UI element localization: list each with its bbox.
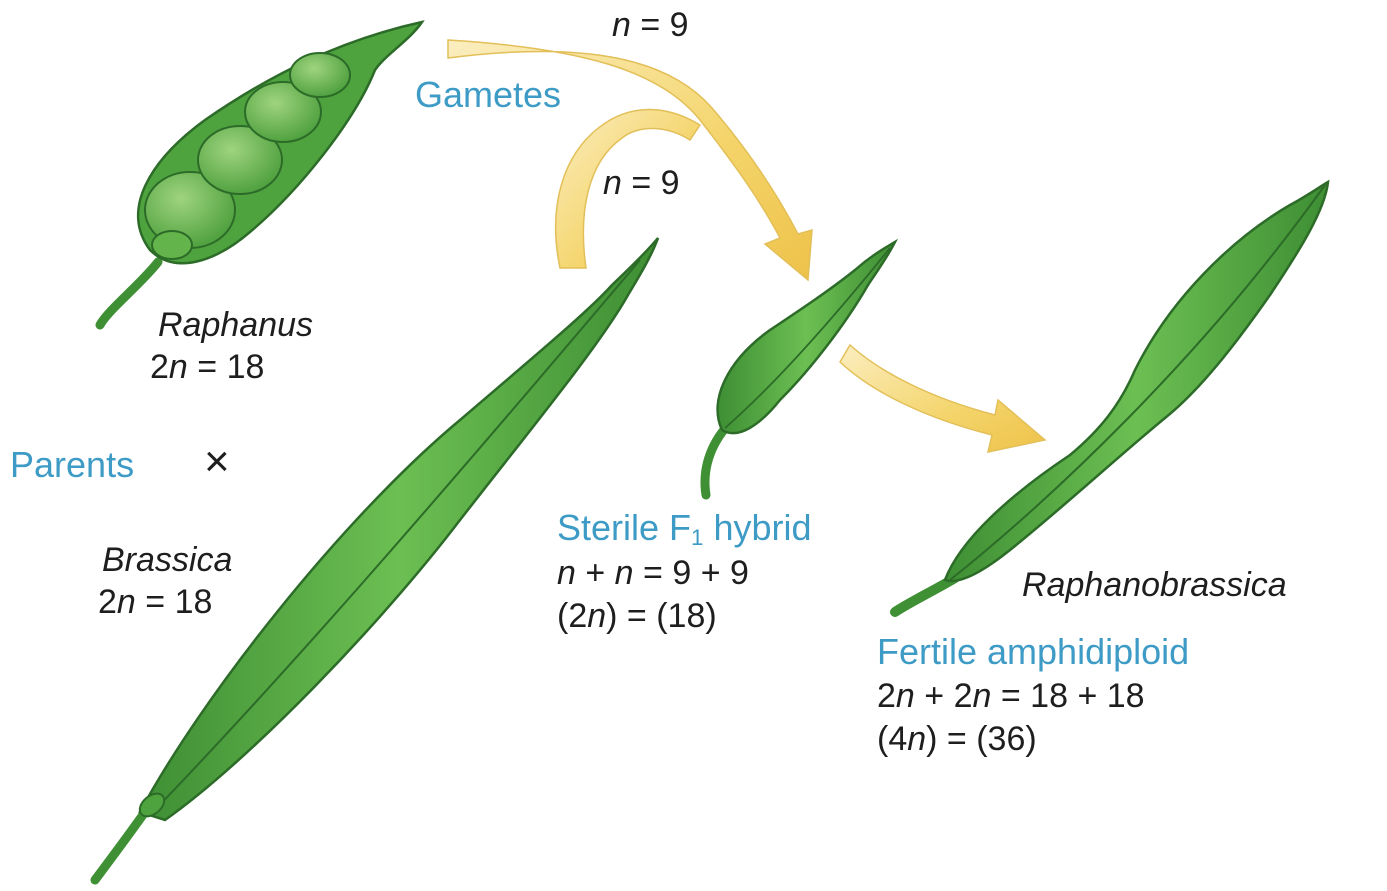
label-n: n	[907, 720, 926, 758]
label-value: = 9 + 9	[634, 554, 749, 592]
cross-symbol: ×	[204, 440, 230, 484]
gamete-count-mid: n = 9	[603, 166, 680, 200]
label-value: ) = (36)	[926, 720, 1037, 758]
label-n: n	[612, 6, 631, 44]
raphanobrassica-pod-icon	[895, 182, 1328, 612]
raphanobrassica-name: Raphanobrassica	[1022, 568, 1287, 602]
raphanus-name: Raphanus	[158, 308, 313, 342]
label-n: n	[615, 554, 634, 592]
label-value: +	[576, 554, 615, 592]
label-n: n	[117, 583, 136, 621]
label-n: n	[973, 677, 992, 715]
label-value: + 2	[915, 677, 973, 715]
label-value: 2	[98, 583, 117, 621]
label-n: n	[603, 164, 622, 202]
label-text: Sterile F	[557, 507, 691, 548]
label-n: n	[896, 677, 915, 715]
label-value: = 9	[631, 6, 689, 44]
label-subscript: 1	[691, 525, 703, 550]
raphanus-pod-icon	[100, 22, 422, 325]
hybrid-equation-2: (2n) = (18)	[557, 599, 717, 633]
amphidiploid-equation-1: 2n + 2n = 18 + 18	[877, 679, 1145, 713]
raphanus-chromosome-count: 2n = 18	[150, 350, 264, 384]
brassica-chromosome-count: 2n = 18	[98, 585, 212, 619]
label-value: = 18 + 18	[991, 677, 1144, 715]
label-value: (4	[877, 720, 907, 758]
label-value: 2	[150, 348, 169, 386]
label-n: n	[169, 348, 188, 386]
amphidiploid-equation-2: (4n) = (36)	[877, 722, 1037, 756]
label-n: n	[587, 597, 606, 635]
hybrid-equation-1: n + n = 9 + 9	[557, 556, 749, 590]
amphidiploid-arrow-icon	[840, 345, 1045, 452]
amphidiploid-title: Fertile amphidiploid	[877, 634, 1189, 670]
label-value: (2	[557, 597, 587, 635]
gamete-count-top: n = 9	[612, 8, 689, 42]
label-value: 2	[877, 677, 896, 715]
label-value: = 18	[188, 348, 265, 386]
hybrid-title: Sterile F1 hybrid	[557, 510, 812, 549]
brassica-name: Brassica	[102, 543, 232, 577]
label-text: hybrid	[703, 507, 811, 548]
label-n: n	[557, 554, 576, 592]
gametes-label: Gametes	[415, 77, 561, 113]
parents-label: Parents	[10, 447, 134, 483]
label-value: ) = (18)	[606, 597, 717, 635]
label-value: = 9	[622, 164, 680, 202]
label-value: = 18	[136, 583, 213, 621]
